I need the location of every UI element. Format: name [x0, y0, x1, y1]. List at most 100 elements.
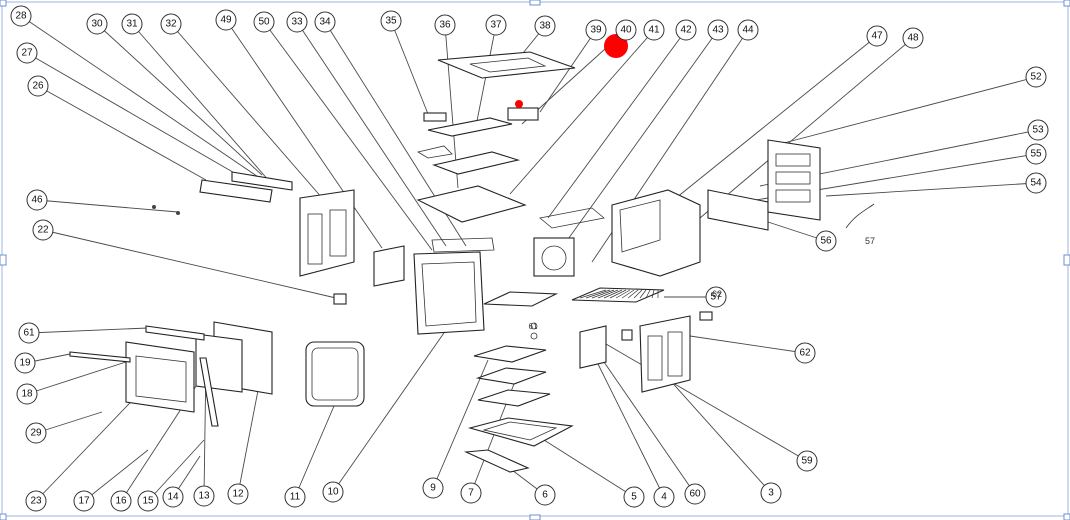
- leader-line-47: [675, 35, 878, 199]
- leader-line-26: [37, 85, 207, 181]
- callout-18: 19: [14, 352, 36, 374]
- callout-12: 13: [193, 485, 215, 507]
- callout-number-42: 42: [680, 25, 692, 36]
- leader-line-27: [26, 52, 251, 183]
- callout-29: 18: [16, 383, 38, 405]
- callout-number-32: 32: [165, 19, 177, 30]
- callout-number-43: 43: [712, 25, 724, 36]
- callout-number-40: 40: [620, 25, 632, 36]
- callout-number-44: 44: [742, 25, 754, 36]
- leader-line-49: [225, 19, 383, 249]
- callout-number-34: 34: [319, 17, 331, 28]
- callout-6: 7: [460, 482, 482, 504]
- callout-42: 42: [675, 19, 697, 41]
- callout-48: 48: [902, 27, 924, 49]
- callout-number-14: 15: [142, 496, 154, 507]
- callout-number-17: 23: [30, 496, 42, 507]
- latch-22-part: [333, 293, 347, 305]
- oven-cavity-frame-part: [413, 251, 485, 335]
- wire-57-part: [845, 203, 875, 229]
- callout-28: 28: [10, 5, 32, 27]
- callout-number-15: 16: [115, 496, 127, 507]
- callout-number-60: 4: [661, 492, 667, 503]
- door-seal-part: [305, 341, 365, 407]
- callout-number-33: 33: [291, 17, 303, 28]
- callout-number-28: 28: [15, 11, 27, 22]
- fan-motor-part: [507, 107, 539, 121]
- callout-number-1: 3: [768, 488, 774, 499]
- tray-7-part: [473, 345, 547, 363]
- side-rack-left-part: [373, 245, 405, 287]
- callout-26: 26: [27, 75, 49, 97]
- callout-number-41: 41: [648, 25, 660, 36]
- leader-line-4: [543, 439, 635, 498]
- callout-19: 61: [18, 322, 40, 344]
- callout-3: 60: [684, 483, 706, 505]
- leader-line-10: [294, 405, 335, 498]
- leader-line-61: [605, 343, 808, 462]
- callout-number-5: 6: [542, 490, 548, 501]
- leader-line-32: [170, 23, 337, 215]
- leader-line-9: [332, 329, 447, 493]
- control-board-part: [231, 171, 293, 191]
- door-hinge-part: [199, 357, 219, 427]
- back-panel-part: [707, 189, 769, 231]
- callout-32: 32: [160, 13, 182, 35]
- plate-36-part: [432, 151, 521, 175]
- leader-line-30: [96, 23, 263, 176]
- callout-33: 33: [286, 11, 308, 33]
- callout-number-49: 49: [220, 15, 232, 26]
- highlight-markers: [515, 34, 628, 108]
- callout-number-61: 59: [801, 456, 813, 467]
- leader-line-3: [603, 361, 696, 495]
- leader-line-60: [595, 359, 665, 498]
- callout-number-39: 39: [590, 25, 602, 36]
- callout-62: 57: [705, 286, 727, 308]
- leader-lines: [20, 15, 1039, 502]
- callout-22: 22: [32, 219, 54, 241]
- callout-number-6: 7: [468, 488, 474, 499]
- callout-14: 15: [137, 490, 159, 512]
- callout-43: 43: [707, 19, 729, 41]
- wire-rack-top-part: [571, 287, 665, 303]
- leader-line-23: [35, 411, 103, 434]
- callout-number-62: 57: [710, 292, 722, 303]
- callout-15: 16: [110, 490, 132, 512]
- leader-line-46: [36, 199, 179, 213]
- callout-16: 17: [73, 490, 95, 512]
- leader-line-1: [667, 377, 772, 494]
- inline-label-62: 62: [712, 289, 722, 299]
- callout-34: 34: [314, 11, 336, 33]
- callout-number-56: 56: [820, 236, 832, 247]
- callout-number-7: 9: [430, 483, 436, 494]
- leader-line-35: [390, 20, 429, 115]
- leader-line-7: [432, 359, 489, 489]
- leader-line-48: [699, 37, 914, 219]
- callout-50: 50: [253, 11, 275, 33]
- rail-5-part: [463, 449, 530, 473]
- bracket-35-part: [423, 112, 447, 122]
- callout-53: 53: [1027, 119, 1049, 141]
- tray-6-part: [475, 367, 547, 385]
- leader-line-28: [20, 15, 271, 186]
- leader-line-22: [42, 229, 337, 299]
- leader-line-11: [237, 379, 261, 495]
- control-panel-part: [199, 179, 273, 203]
- callout-number-26: 26: [32, 81, 44, 92]
- leader-line-19: [28, 327, 149, 334]
- highlight-marker-small: [515, 100, 523, 108]
- callout-number-12: 13: [198, 491, 210, 502]
- callout-39: 39: [585, 19, 607, 41]
- inline-label-57: 57: [865, 236, 875, 246]
- callout-9: 10: [322, 481, 344, 503]
- callout-number-13: 14: [167, 492, 179, 503]
- callout-49: 49: [215, 9, 237, 31]
- callout-number-4: 5: [631, 492, 637, 503]
- callout-44: 44: [737, 19, 759, 41]
- callout-37: 37: [485, 14, 507, 36]
- callout-number-19: 61: [23, 328, 35, 339]
- callout-11: 12: [227, 483, 249, 505]
- leader-line-59: [689, 335, 806, 354]
